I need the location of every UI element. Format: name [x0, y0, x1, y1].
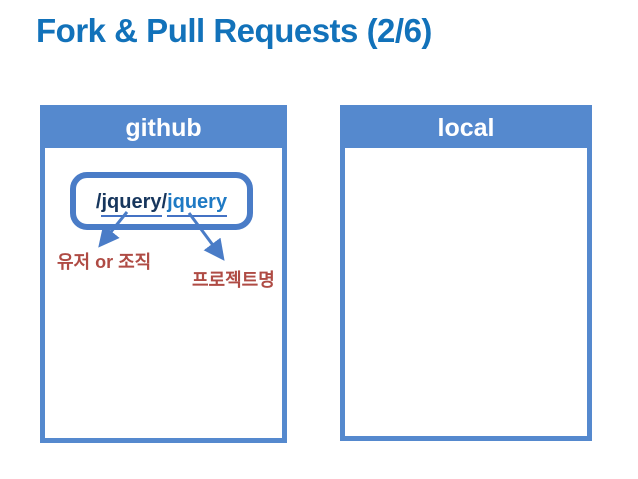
github-panel: github — [40, 105, 287, 443]
local-panel-header: local — [345, 110, 587, 148]
owner-callout-label: 유저 or 조직 — [57, 252, 152, 272]
repo-path-text: /jquery/jquery — [95, 190, 228, 217]
repo-path-repo: jquery — [167, 191, 228, 217]
local-panel: local — [340, 105, 592, 441]
page-title: Fork & Pull Requests (2/6) — [36, 12, 432, 49]
repo-callout-label: 프로젝트명 — [192, 270, 275, 290]
repo-path-owner: jquery — [101, 191, 162, 217]
repo-path-slash-1: / — [95, 191, 102, 213]
github-panel-header: github — [45, 110, 282, 148]
repo-path-badge: /jquery/jquery — [70, 172, 253, 230]
repo-path-slash-2: / — [161, 191, 168, 213]
